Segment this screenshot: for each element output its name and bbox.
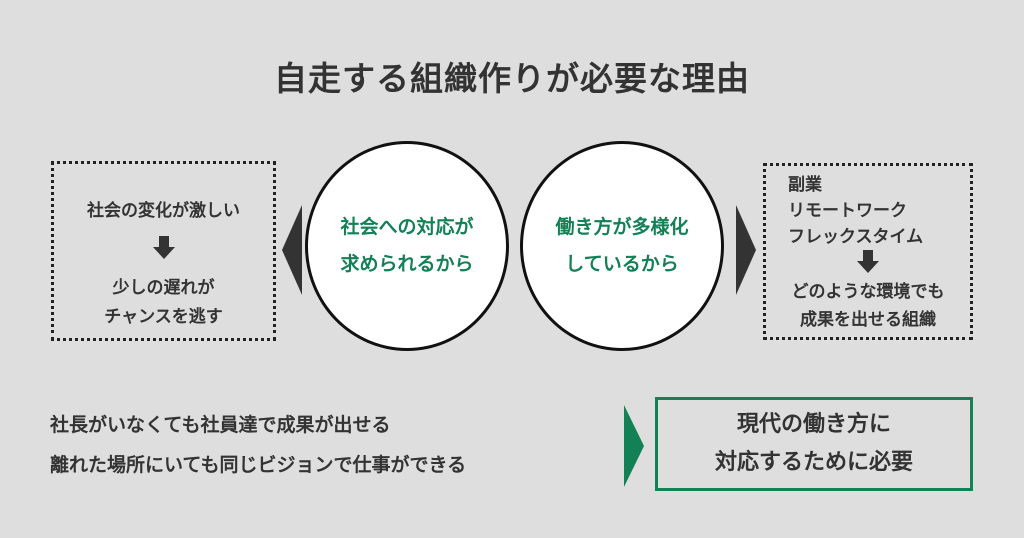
right-box-result: どのような環境でも 成果を出せる組織 <box>791 282 945 330</box>
right-cause-box: 副業 リモートワーク フレックスタイム どのような環境でも 成果を出せる組織 <box>763 163 973 340</box>
list-item: フレックスタイム <box>788 227 924 247</box>
list-item: リモートワーク <box>788 201 907 221</box>
reason-circle-workstyle: 働き方が多様化 しているから <box>520 141 724 351</box>
reason-circle-society: 社会への対応が 求められるから <box>305 141 509 351</box>
right-pointing-arrow-icon <box>736 205 756 295</box>
left-pointing-arrow-icon <box>282 205 302 295</box>
benefits-text: 社長がいなくても社員達で成果が出せる 離れた場所にいても同じビジョンで仕事ができ… <box>50 414 467 476</box>
down-arrow-icon <box>857 250 879 273</box>
conclusion-box: 現代の働き方に 対応するために必要 <box>655 397 973 491</box>
left-box-result: 少しの遅れが チャンスを逃す <box>104 278 223 327</box>
list-item: 副業 <box>788 175 822 195</box>
down-arrow-icon <box>152 236 175 259</box>
workstyle-list: 副業 リモートワーク フレックスタイム <box>788 172 923 250</box>
green-right-arrow-icon <box>624 405 644 487</box>
left-box-top-text: 社会の変化が激しい <box>87 201 240 221</box>
left-cause-box: 社会の変化が激しい 少しの遅れが チャンスを逃す <box>51 161 276 341</box>
diagram-title: 自走する組織作りが必要な理由 <box>274 59 750 98</box>
